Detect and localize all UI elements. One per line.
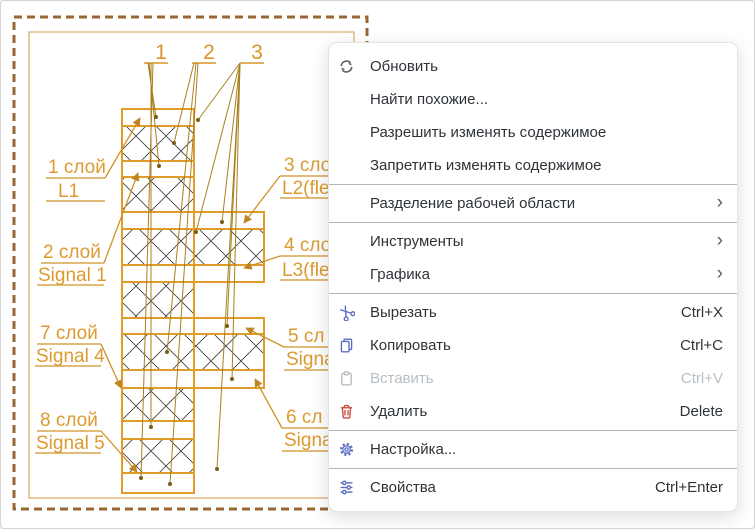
menu-separator bbox=[329, 184, 737, 185]
context-menu: Обновить Найти похожие... Разрешить изме… bbox=[328, 42, 738, 512]
layer-label-2-title: 2 слой bbox=[43, 242, 101, 263]
layer-label-5-name: Signa bbox=[286, 349, 335, 370]
layer-label-8-title: 8 слой bbox=[40, 410, 98, 431]
menu-separator bbox=[329, 468, 737, 469]
paste-icon bbox=[338, 370, 355, 387]
menu-item-label: Копировать bbox=[370, 337, 451, 354]
callout-numbers: 1 2 3 bbox=[155, 41, 263, 64]
menu-item-shortcut: Ctrl+X bbox=[680, 304, 723, 321]
no-icon bbox=[338, 91, 355, 108]
scissors-icon bbox=[338, 304, 355, 321]
submenu-arrow-icon: › bbox=[716, 263, 723, 284]
menu-separator bbox=[329, 222, 737, 223]
menu-item-label: Запретить изменять содержимое bbox=[370, 157, 602, 174]
layer-label-4-name: L3(fle bbox=[282, 260, 330, 281]
menu-item-label: Инструменты bbox=[370, 233, 464, 250]
menu-item-properties[interactable]: Свойства Ctrl+Enter bbox=[329, 471, 737, 504]
menu-item-label: Обновить bbox=[370, 58, 438, 75]
no-icon bbox=[338, 233, 355, 250]
no-icon bbox=[338, 195, 355, 212]
layer-label-3-name: L2(fle bbox=[282, 178, 330, 199]
layer-label-8-name: Signal 5 bbox=[36, 433, 105, 454]
layer-label-1-title: 1 слой bbox=[48, 157, 106, 178]
callout-number-3: 3 bbox=[251, 41, 263, 64]
layer-label-6-title: 6 сл bbox=[286, 407, 322, 428]
menu-item-refresh[interactable]: Обновить bbox=[329, 50, 737, 83]
menu-item-delete[interactable]: Удалить Delete bbox=[329, 395, 737, 428]
menu-item-settings[interactable]: Настройка... bbox=[329, 433, 737, 466]
menu-item-label: Вырезать bbox=[370, 304, 437, 321]
menu-item-shortcut: Ctrl+V bbox=[680, 370, 723, 387]
layer-label-7-title: 7 слой bbox=[40, 323, 98, 344]
menu-item-shortcut: Ctrl+C bbox=[680, 337, 723, 354]
menu-item-label: Свойства bbox=[370, 479, 436, 496]
menu-item-forbid-edit-content[interactable]: Запретить изменять содержимое bbox=[329, 149, 737, 182]
no-icon bbox=[338, 124, 355, 141]
no-icon bbox=[338, 266, 355, 283]
menu-item-shortcut: Ctrl+Enter bbox=[655, 479, 723, 496]
layer-label-2-name: Signal 1 bbox=[38, 265, 107, 286]
submenu-arrow-icon: › bbox=[716, 230, 723, 251]
sliders-icon bbox=[338, 479, 355, 496]
menu-separator bbox=[329, 430, 737, 431]
layer-label-1-name: L1 bbox=[58, 181, 79, 202]
label-leaders bbox=[35, 117, 346, 473]
menu-item-label: Настройка... bbox=[370, 441, 457, 458]
menu-item-label: Вставить bbox=[370, 370, 434, 387]
trash-icon bbox=[338, 403, 355, 420]
no-icon bbox=[338, 157, 355, 174]
leader-end-dots bbox=[139, 115, 234, 486]
refresh-icon bbox=[338, 58, 355, 75]
callout-number-2: 2 bbox=[203, 41, 215, 64]
layer-stack[interactable] bbox=[121, 108, 265, 494]
menu-item-paste: Вставить Ctrl+V bbox=[329, 362, 737, 395]
menu-item-label: Разрешить изменять содержимое bbox=[370, 124, 607, 141]
menu-item-cut[interactable]: Вырезать Ctrl+X bbox=[329, 296, 737, 329]
layer-labels: 1 слой L1 2 слой Signal 1 7 слой Signal … bbox=[36, 155, 335, 454]
layer-label-5-title: 5 сл bbox=[288, 326, 324, 347]
menu-separator bbox=[329, 293, 737, 294]
callout-number-1: 1 bbox=[155, 41, 167, 64]
menu-item-label: Разделение рабочей области bbox=[370, 195, 576, 212]
layer-label-4-title: 4 сло bbox=[284, 235, 331, 256]
layer-label-6-name: Signa bbox=[284, 430, 333, 451]
menu-item-label: Найти похожие... bbox=[370, 91, 489, 108]
gear-icon bbox=[338, 441, 355, 458]
menu-item-workspace-split[interactable]: Разделение рабочей области › bbox=[329, 187, 737, 220]
layer-label-7-name: Signal 4 bbox=[36, 346, 105, 367]
menu-item-label: Графика bbox=[370, 266, 430, 283]
menu-item-find-similar[interactable]: Найти похожие... bbox=[329, 83, 737, 116]
copy-icon bbox=[338, 337, 355, 354]
menu-item-copy[interactable]: Копировать Ctrl+C bbox=[329, 329, 737, 362]
menu-item-allow-edit-content[interactable]: Разрешить изменять содержимое bbox=[329, 116, 737, 149]
layer-label-3-title: 3 сло bbox=[284, 155, 331, 176]
menu-item-graphics[interactable]: Графика › bbox=[329, 258, 737, 291]
submenu-arrow-icon: › bbox=[716, 192, 723, 213]
menu-item-shortcut: Delete bbox=[679, 403, 723, 420]
menu-item-label: Удалить bbox=[370, 403, 428, 420]
callout-leader-lines bbox=[140, 62, 241, 485]
menu-item-tools[interactable]: Инструменты › bbox=[329, 225, 737, 258]
